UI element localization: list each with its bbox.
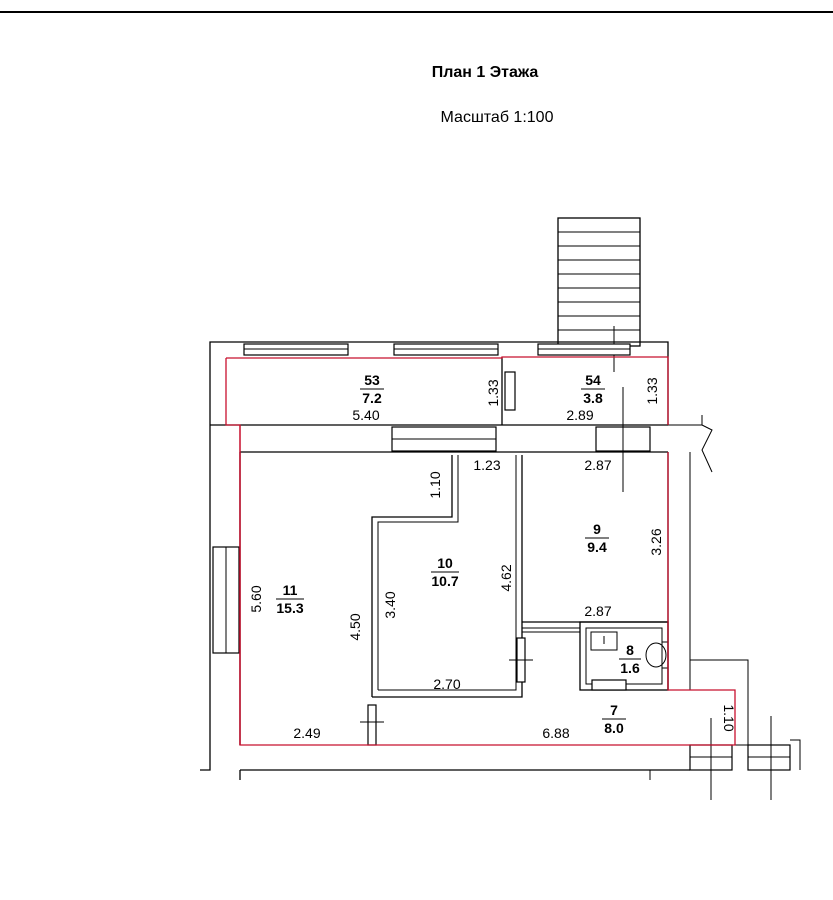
bathroom-8 (579, 621, 669, 691)
apartment-outline (225, 356, 736, 746)
toilet-icon (645, 642, 667, 668)
svg-text:9.4: 9.4 (587, 539, 607, 555)
svg-text:11: 11 (283, 582, 298, 598)
svg-text:3.8: 3.8 (583, 390, 603, 406)
dim-110-a: 1.10 (427, 471, 443, 498)
room-label-7: 7 8.0 (602, 702, 626, 736)
room-label-53: 53 7.2 (360, 372, 384, 406)
svg-text:1.6: 1.6 (620, 660, 640, 676)
dim-123: 1.23 (473, 457, 500, 473)
door-53-54 (504, 371, 516, 411)
sink-icon (590, 631, 618, 651)
svg-text:10.7: 10.7 (431, 573, 458, 589)
dim-450: 4.50 (347, 613, 363, 640)
dim-249: 2.49 (293, 725, 320, 741)
svg-text:54: 54 (585, 372, 601, 388)
dim-560: 5.60 (248, 585, 264, 612)
dim-133-a: 1.33 (485, 379, 501, 406)
svg-text:7.2: 7.2 (362, 390, 382, 406)
dim-287-a: 2.87 (584, 457, 611, 473)
dim-133-b: 1.33 (644, 377, 660, 404)
room-label-8: 8 1.6 (619, 642, 641, 676)
room-10-walls (371, 455, 523, 698)
dim-540: 5.40 (352, 407, 379, 423)
dim-688: 6.88 (542, 725, 569, 741)
dim-289: 2.89 (566, 407, 593, 423)
svg-text:8: 8 (626, 642, 634, 658)
svg-text:9: 9 (593, 521, 601, 537)
dim-270: 2.70 (433, 676, 460, 692)
dim-462: 4.62 (498, 564, 514, 591)
plan-title: План 1 Этажа (432, 64, 539, 81)
room-label-9: 9 9.4 (585, 521, 609, 555)
svg-text:53: 53 (364, 372, 380, 388)
svg-text:15.3: 15.3 (276, 600, 303, 616)
room-label-54: 54 3.8 (581, 372, 605, 406)
dim-287-b: 2.87 (584, 603, 611, 619)
dim-340: 3.40 (382, 591, 398, 618)
external-doors (240, 716, 791, 800)
room-label-10: 10 10.7 (431, 555, 459, 589)
svg-text:10: 10 (437, 555, 453, 571)
room-label-11: 11 15.3 (276, 582, 304, 616)
dim-110-b: 1.10 (721, 704, 737, 731)
dim-326: 3.26 (648, 528, 664, 555)
door-room-11 (367, 704, 377, 746)
plan-scale: Масштаб 1:100 (441, 109, 554, 126)
svg-text:8.0: 8.0 (604, 720, 624, 736)
room-9-walls (522, 621, 668, 633)
svg-text:7: 7 (610, 702, 618, 718)
